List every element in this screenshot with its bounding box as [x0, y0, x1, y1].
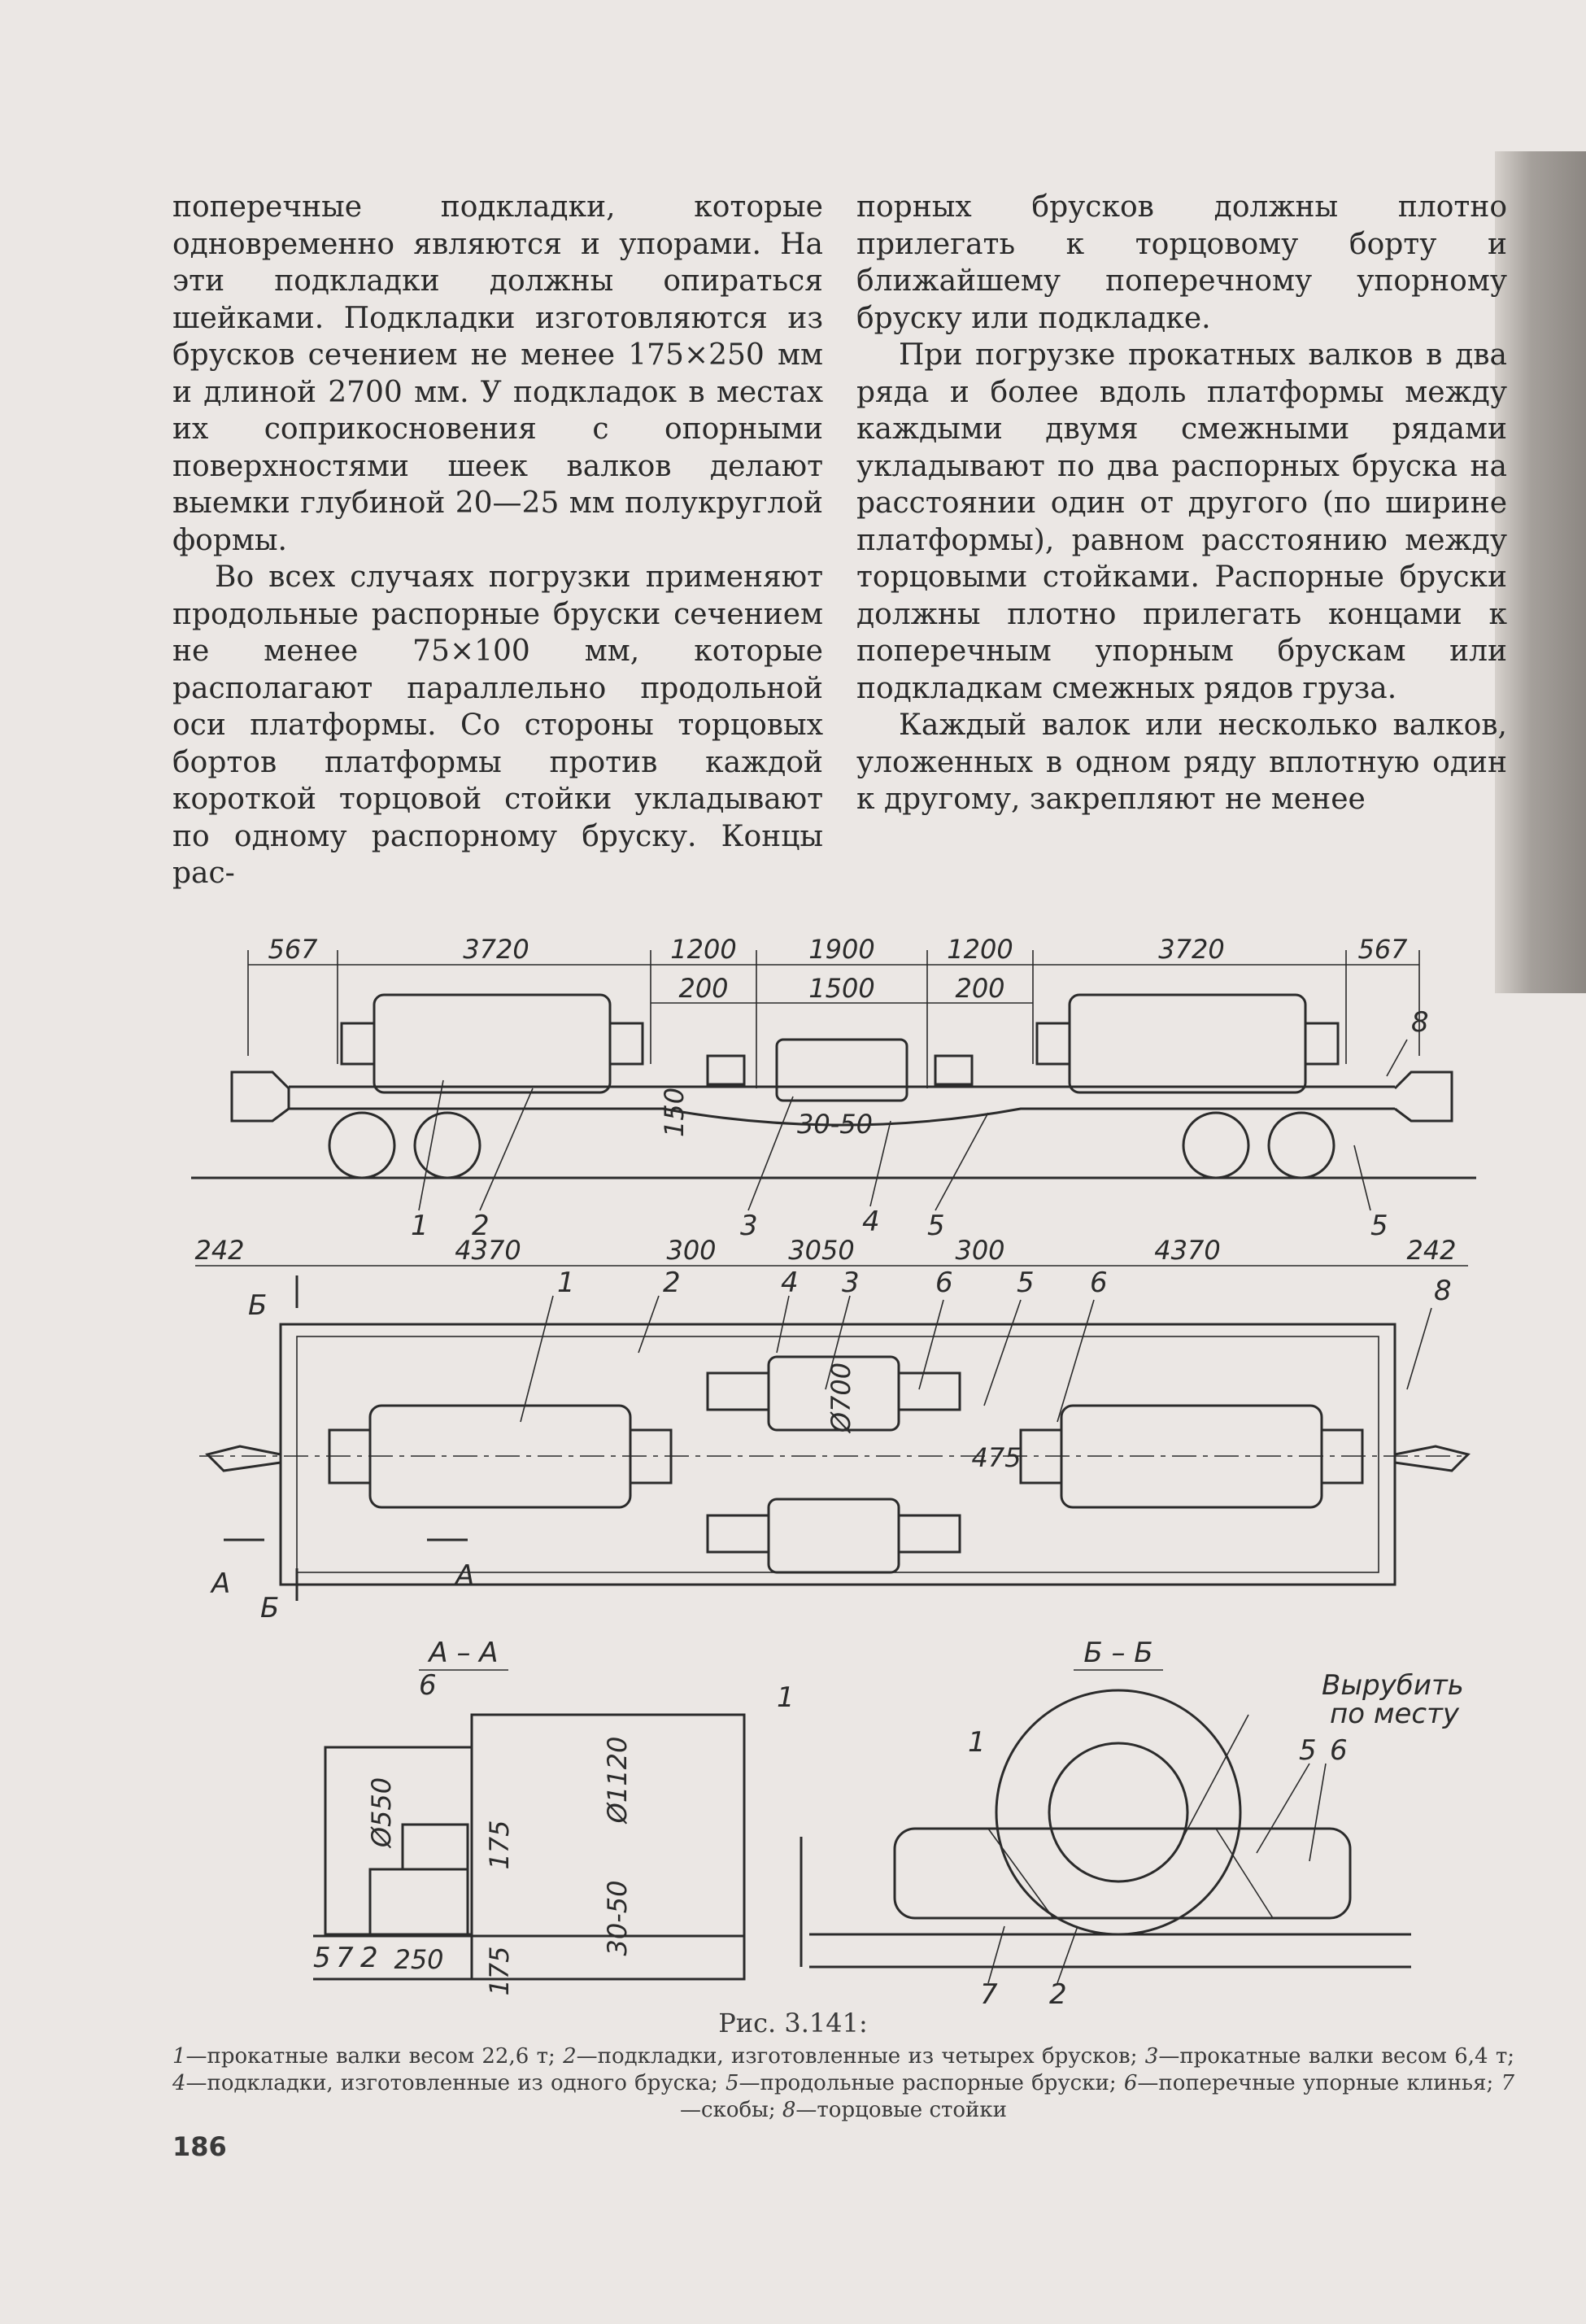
part-label: 8 — [1411, 1006, 1429, 1039]
section-mark: Б — [260, 1592, 279, 1624]
caption-text: —прокатные валки весом 22,6 т; — [185, 2044, 564, 2069]
caption-text: —продольные распорные бруски; — [739, 2071, 1124, 2095]
part-label: 5 — [313, 1942, 331, 1974]
caption-num: 4 — [172, 2071, 186, 2095]
dim-label: Ø550 — [366, 1777, 397, 1849]
section-a-a: А – А Ø550 Ø1120 175 30-50 250 175 6 1 5… — [313, 1637, 795, 1996]
part-label: 6 — [419, 1669, 437, 1702]
dim-label: 242 — [1406, 1235, 1456, 1266]
dim-label: 1500 — [808, 973, 874, 1004]
caption-num: 6 — [1123, 2071, 1138, 2095]
note: по месту — [1330, 1698, 1460, 1730]
part-label: 7 — [980, 1978, 998, 2008]
dim-label: Ø700 — [826, 1363, 856, 1434]
part-label: 7 — [336, 1942, 354, 1974]
plan-view: 242 4370 300 3050 300 4370 242 Ø — [194, 1235, 1471, 1624]
part-label: 1 — [968, 1726, 986, 1759]
dim-label: 175 — [484, 1820, 515, 1869]
part-label: 1 — [411, 1210, 429, 1242]
dim-label: 30-50 — [602, 1881, 633, 1956]
part-label: 5 — [927, 1210, 945, 1242]
caption-text: —торцовые стойки — [795, 2098, 1007, 2122]
part-label: 5 — [1017, 1267, 1035, 1299]
technical-drawing: 567 3720 1200 1900 1200 3720 567 200 150… — [175, 901, 1492, 2011]
section-b-b: Б – Б Вырубить по месту 1 5 6 7 2 — [800, 1637, 1464, 2011]
section-title: А – А — [427, 1637, 498, 1669]
caption-num: 2 — [563, 2044, 577, 2069]
dim-label: 30-50 — [797, 1109, 873, 1140]
part-label: 6 — [935, 1267, 953, 1299]
part-label: 8 — [1434, 1275, 1452, 1307]
section-mark: Б — [248, 1289, 267, 1322]
dim-label: 3720 — [463, 934, 529, 965]
page-edge-shadow — [1495, 151, 1586, 993]
caption-text: —подкладки, изготовленные из четырех бру… — [576, 2044, 1145, 2069]
section-mark: А — [210, 1568, 230, 1600]
text-column-left: поперечные подкладки, которые одновремен… — [172, 189, 823, 892]
dim-label: 175 — [484, 1946, 515, 1995]
drawing-svg: 567 3720 1200 1900 1200 3720 567 200 150… — [191, 934, 1476, 2011]
dim-label: 4370 — [1154, 1235, 1220, 1266]
part-label: 6 — [1330, 1734, 1348, 1767]
caption-text: —поперечные упорные клинья; — [1137, 2071, 1501, 2095]
caption-num: 8 — [782, 2098, 796, 2122]
caption-text: —подкладки, изготовленные из одного брус… — [185, 2071, 725, 2095]
part-label: 4 — [862, 1206, 880, 1238]
dim-label: 300 — [666, 1235, 716, 1266]
figure-caption-title: Рис. 3.141: — [718, 2008, 868, 2038]
part-label: 1 — [777, 1681, 795, 1714]
dim-label: 567 — [268, 934, 318, 965]
part-label: 2 — [360, 1942, 378, 1974]
dim-label: 1900 — [808, 934, 874, 965]
part-label: 5 — [1370, 1210, 1388, 1242]
paragraph: порных брусков должны плотно прилегать к… — [856, 190, 1507, 335]
part-label: 4 — [781, 1267, 799, 1299]
caption-num: 1 — [172, 2044, 186, 2069]
part-label: 6 — [1090, 1267, 1108, 1299]
paragraph: поперечные подкладки, которые одновремен… — [172, 190, 823, 557]
figure-caption-body: 1—прокатные валки весом 22,6 т; 2—подкла… — [172, 2043, 1514, 2124]
note: Вырубить — [1322, 1669, 1464, 1702]
caption-text: —прокатные валки весом 6,4 т; — [1158, 2044, 1514, 2069]
caption-num: 5 — [725, 2071, 739, 2095]
dim-label: 3720 — [1158, 934, 1224, 965]
dim-label: 475 — [971, 1442, 1021, 1473]
side-view: 567 3720 1200 1900 1200 3720 567 200 150… — [191, 934, 1476, 1242]
dim-label: 242 — [194, 1235, 244, 1266]
part-label: 2 — [663, 1267, 681, 1299]
part-label: 5 — [1299, 1734, 1317, 1767]
paragraph: При погрузке прокатных валков в два ряда… — [856, 338, 1507, 705]
dim-label: 567 — [1357, 934, 1408, 965]
paragraph: Каждый валок или несколько валков, уложе… — [856, 709, 1507, 816]
caption-num: 7 — [1501, 2071, 1514, 2095]
dim-label: 200 — [678, 973, 728, 1004]
caption-num: 3 — [1144, 2044, 1159, 2069]
dim-label: 300 — [955, 1235, 1004, 1266]
section-title: Б – Б — [1083, 1637, 1152, 1669]
part-label: 2 — [472, 1210, 490, 1242]
paragraph: Во всех случаях погрузки применяют продо… — [172, 560, 823, 890]
dim-label: 200 — [955, 973, 1004, 1004]
dim-label: 1200 — [670, 934, 736, 965]
part-label: 2 — [1049, 1978, 1067, 2008]
part-label: 3 — [740, 1210, 758, 1242]
text-column-right: порных брусков должны плотно прилегать к… — [856, 189, 1507, 818]
dim-label: 150 — [659, 1088, 690, 1137]
dim-label: 3050 — [788, 1235, 854, 1266]
part-label: 1 — [557, 1267, 575, 1299]
part-label: 3 — [842, 1267, 860, 1299]
section-mark: А — [454, 1559, 474, 1592]
dim-label: Ø1120 — [602, 1737, 633, 1825]
dim-label: 250 — [394, 1944, 443, 1975]
caption-text: —скобы; — [680, 2098, 782, 2122]
dim-label: 1200 — [947, 934, 1013, 965]
dim-label: 4370 — [455, 1235, 521, 1266]
page-number: 186 — [172, 2131, 227, 2162]
